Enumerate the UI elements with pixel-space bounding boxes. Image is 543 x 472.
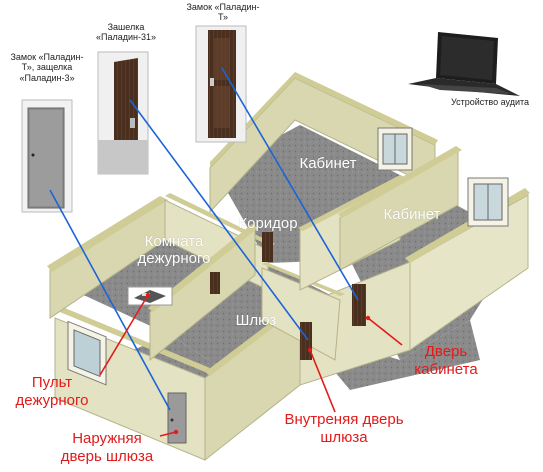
middle-photo-caption: Зашелка «Паладин-31» (96, 22, 156, 43)
window-back-top (377, 127, 413, 171)
room-cabinet-top: Кабинет (299, 155, 357, 172)
callout-inner-door: Внутреняя дверь шлюза (284, 411, 404, 446)
laptop-caption: Устройство аудита (451, 97, 529, 107)
photo-left-door (21, 99, 73, 213)
room-cabinet-right: Кабинет (383, 206, 441, 223)
callout-cabinet-door: Дверь кабинета (414, 343, 478, 378)
door-outer-airlock (167, 392, 187, 444)
door-corridor (262, 232, 273, 262)
room-airlock: Шлюз (235, 312, 277, 329)
laptop-icon (408, 32, 520, 96)
callout-duty-console: Пульт дежурного (15, 374, 89, 409)
room-corridor: Коридор (238, 215, 298, 232)
wall-airlock-right (261, 267, 341, 361)
door-cabinet (352, 284, 366, 326)
right-photo-caption: Замок «Паладин-Т» (186, 2, 260, 23)
left-photo-caption: Замок «Паладин-Т», защелка «Паладин-3» (10, 52, 84, 83)
room-duty: Комната дежурного (137, 233, 211, 268)
floor-right-bottom (300, 320, 480, 390)
duty-console-illustration (127, 286, 173, 306)
callout-lines (99, 294, 403, 437)
connector-lines (49, 67, 359, 411)
window-front-left (67, 320, 107, 386)
photo-right-door (195, 25, 247, 143)
door-duty (210, 272, 220, 294)
door-inner-airlock (300, 322, 312, 360)
window-right (467, 177, 509, 227)
callout-outer-door: Наружняя дверь шлюза (60, 430, 154, 465)
